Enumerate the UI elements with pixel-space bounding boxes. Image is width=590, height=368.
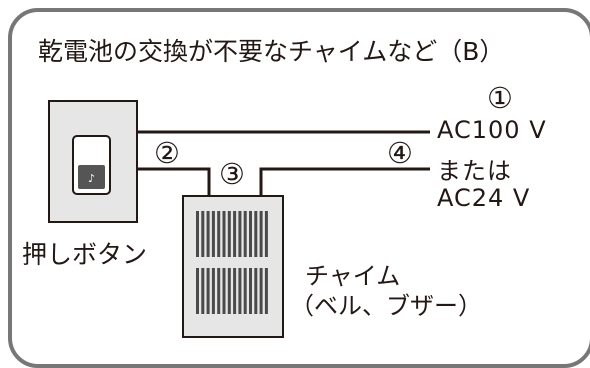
push-button-unit: ♪ [48,100,138,223]
music-note-icon: ♪ [88,172,95,185]
marker-3: ③ [219,157,245,191]
supply-ac24: AC24 V [437,184,531,212]
grille-slot [211,211,215,257]
grille-slot [238,268,242,314]
grille-slot [243,268,247,314]
grille-slot [222,268,226,314]
grille-slot [249,211,252,257]
grille-slot [238,211,242,257]
grille-slot [222,211,226,257]
wires [137,130,430,196]
grille-slot [227,268,231,314]
grille-slot [264,211,268,257]
diagram: 乾電池の交換が不要なチャイムなど（B） ♪ ① ② ③ ④ AC100 V また… [8,8,590,368]
grille-slot [264,268,268,314]
marker-4: ④ [387,136,413,170]
chime-unit [182,195,284,338]
push-button-label: 押しボタン [22,240,148,269]
grille-slot [249,268,252,314]
chime-grille-top [196,211,268,257]
supply-ac100: AC100 V [437,116,547,144]
marker-1: ① [487,81,513,115]
supply-or: または [437,157,512,185]
grille-slot [254,211,258,257]
grille-slot [233,268,237,314]
grille-slot [217,268,221,314]
diagram-title: 乾電池の交換が不要なチャイムなど（B） [38,37,505,66]
grille-slot [259,211,263,257]
grille-slot [196,268,199,314]
grille-slot [201,211,205,257]
grille-slot [201,268,205,314]
chime-types-label: （ベル、ブザー） [290,292,482,320]
wiring-diagram: ♪ [48,100,430,338]
grille-slot [206,211,210,257]
chime-grille-bottom [196,268,268,314]
grille-slot [254,268,258,314]
grille-slot [196,211,199,257]
chime-label: チャイム [305,262,401,290]
wire-supply-to-chime [259,167,430,196]
marker-2: ② [154,136,180,170]
wire-button-to-chime [137,167,211,196]
push-button-key [78,165,105,189]
grille-slot [259,268,263,314]
grille-slot [227,211,231,257]
grille-slot [211,268,215,314]
grille-slot [233,211,237,257]
grille-slot [243,211,247,257]
grille-slot [206,268,210,314]
grille-slot [217,211,221,257]
